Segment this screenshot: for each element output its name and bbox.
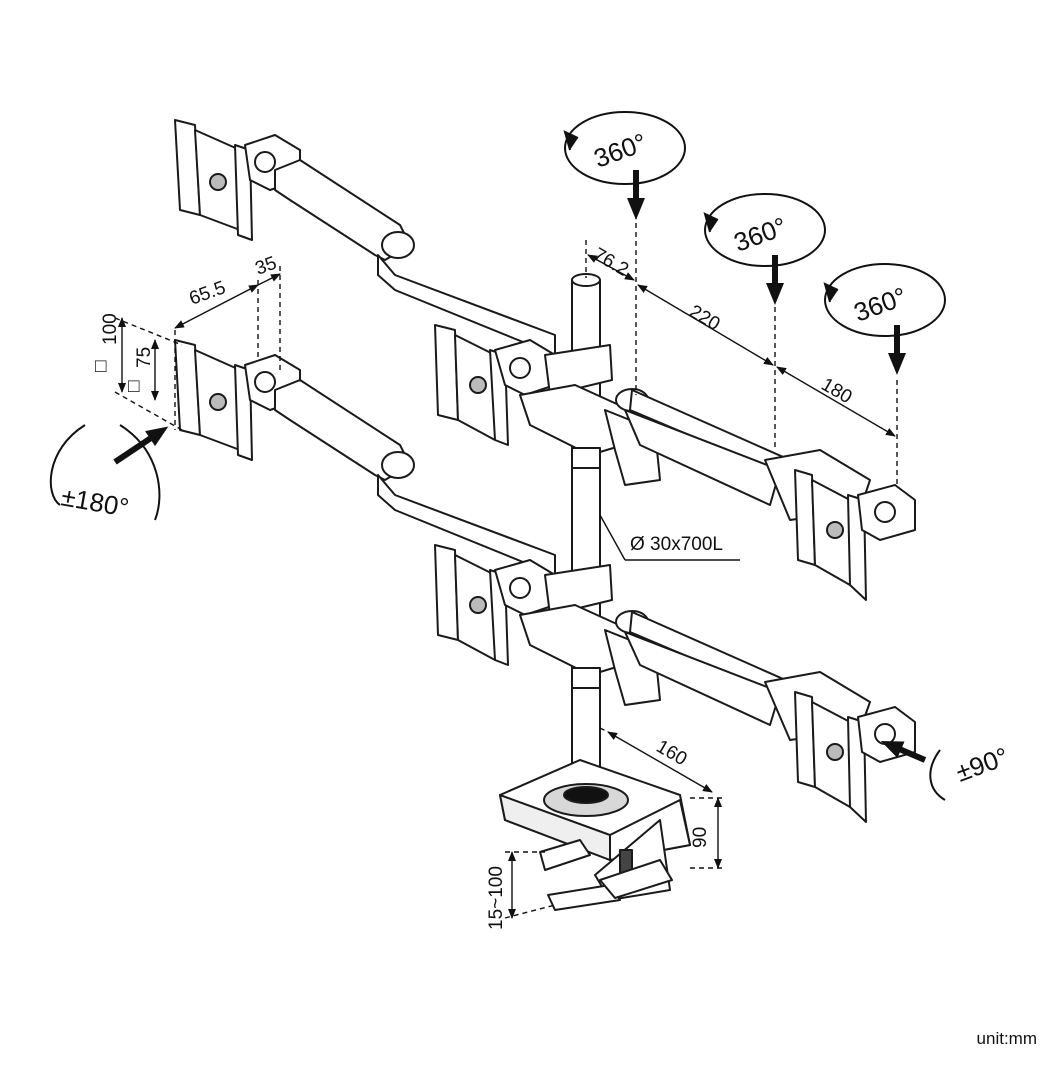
top-rotation-icon	[564, 111, 686, 185]
arm-segment-2-label: 180	[818, 374, 856, 408]
arm-segment-1-label: 220	[686, 301, 724, 335]
middle-rotation-label: 360°	[730, 211, 791, 258]
top-rotation-label: 360°	[590, 127, 651, 174]
upper-right-arm	[615, 388, 916, 601]
middle-left-arm	[174, 339, 556, 576]
tilt-arrow-icon	[113, 426, 169, 465]
right-rotation-label: 360°	[850, 281, 911, 328]
swivel-arrow-icon	[880, 741, 927, 763]
desk-clamp	[499, 759, 691, 911]
vesa-small-symbol: □	[128, 376, 140, 397]
middle-rotation-icon	[704, 193, 826, 267]
upper-middle-plate	[434, 324, 556, 446]
pole-label: Ø 30x700L	[630, 534, 723, 555]
lower-middle-plate	[434, 544, 556, 666]
vesa-large-label: 100	[100, 313, 121, 345]
rotation-arrows	[49, 111, 946, 801]
tilt-arc-icon	[49, 424, 86, 506]
vesa-small-label: 75	[134, 347, 155, 368]
swivel-label: ±90°	[952, 741, 1013, 788]
base-height-label: 90	[690, 827, 711, 848]
tilt-label: ±180°	[59, 481, 131, 522]
vesa-large-symbol: □	[95, 356, 107, 377]
base-depth-label: 160	[653, 736, 691, 770]
lower-right-arm	[615, 610, 916, 823]
plate-offset-label: 65.5	[187, 277, 229, 309]
right-rotation-icon	[824, 263, 946, 337]
swivel-arc-icon	[929, 749, 946, 801]
upper-left-arm	[174, 119, 556, 356]
unit-note: unit:mm	[976, 1029, 1037, 1048]
clamp-range-label: 15~100	[486, 866, 507, 930]
